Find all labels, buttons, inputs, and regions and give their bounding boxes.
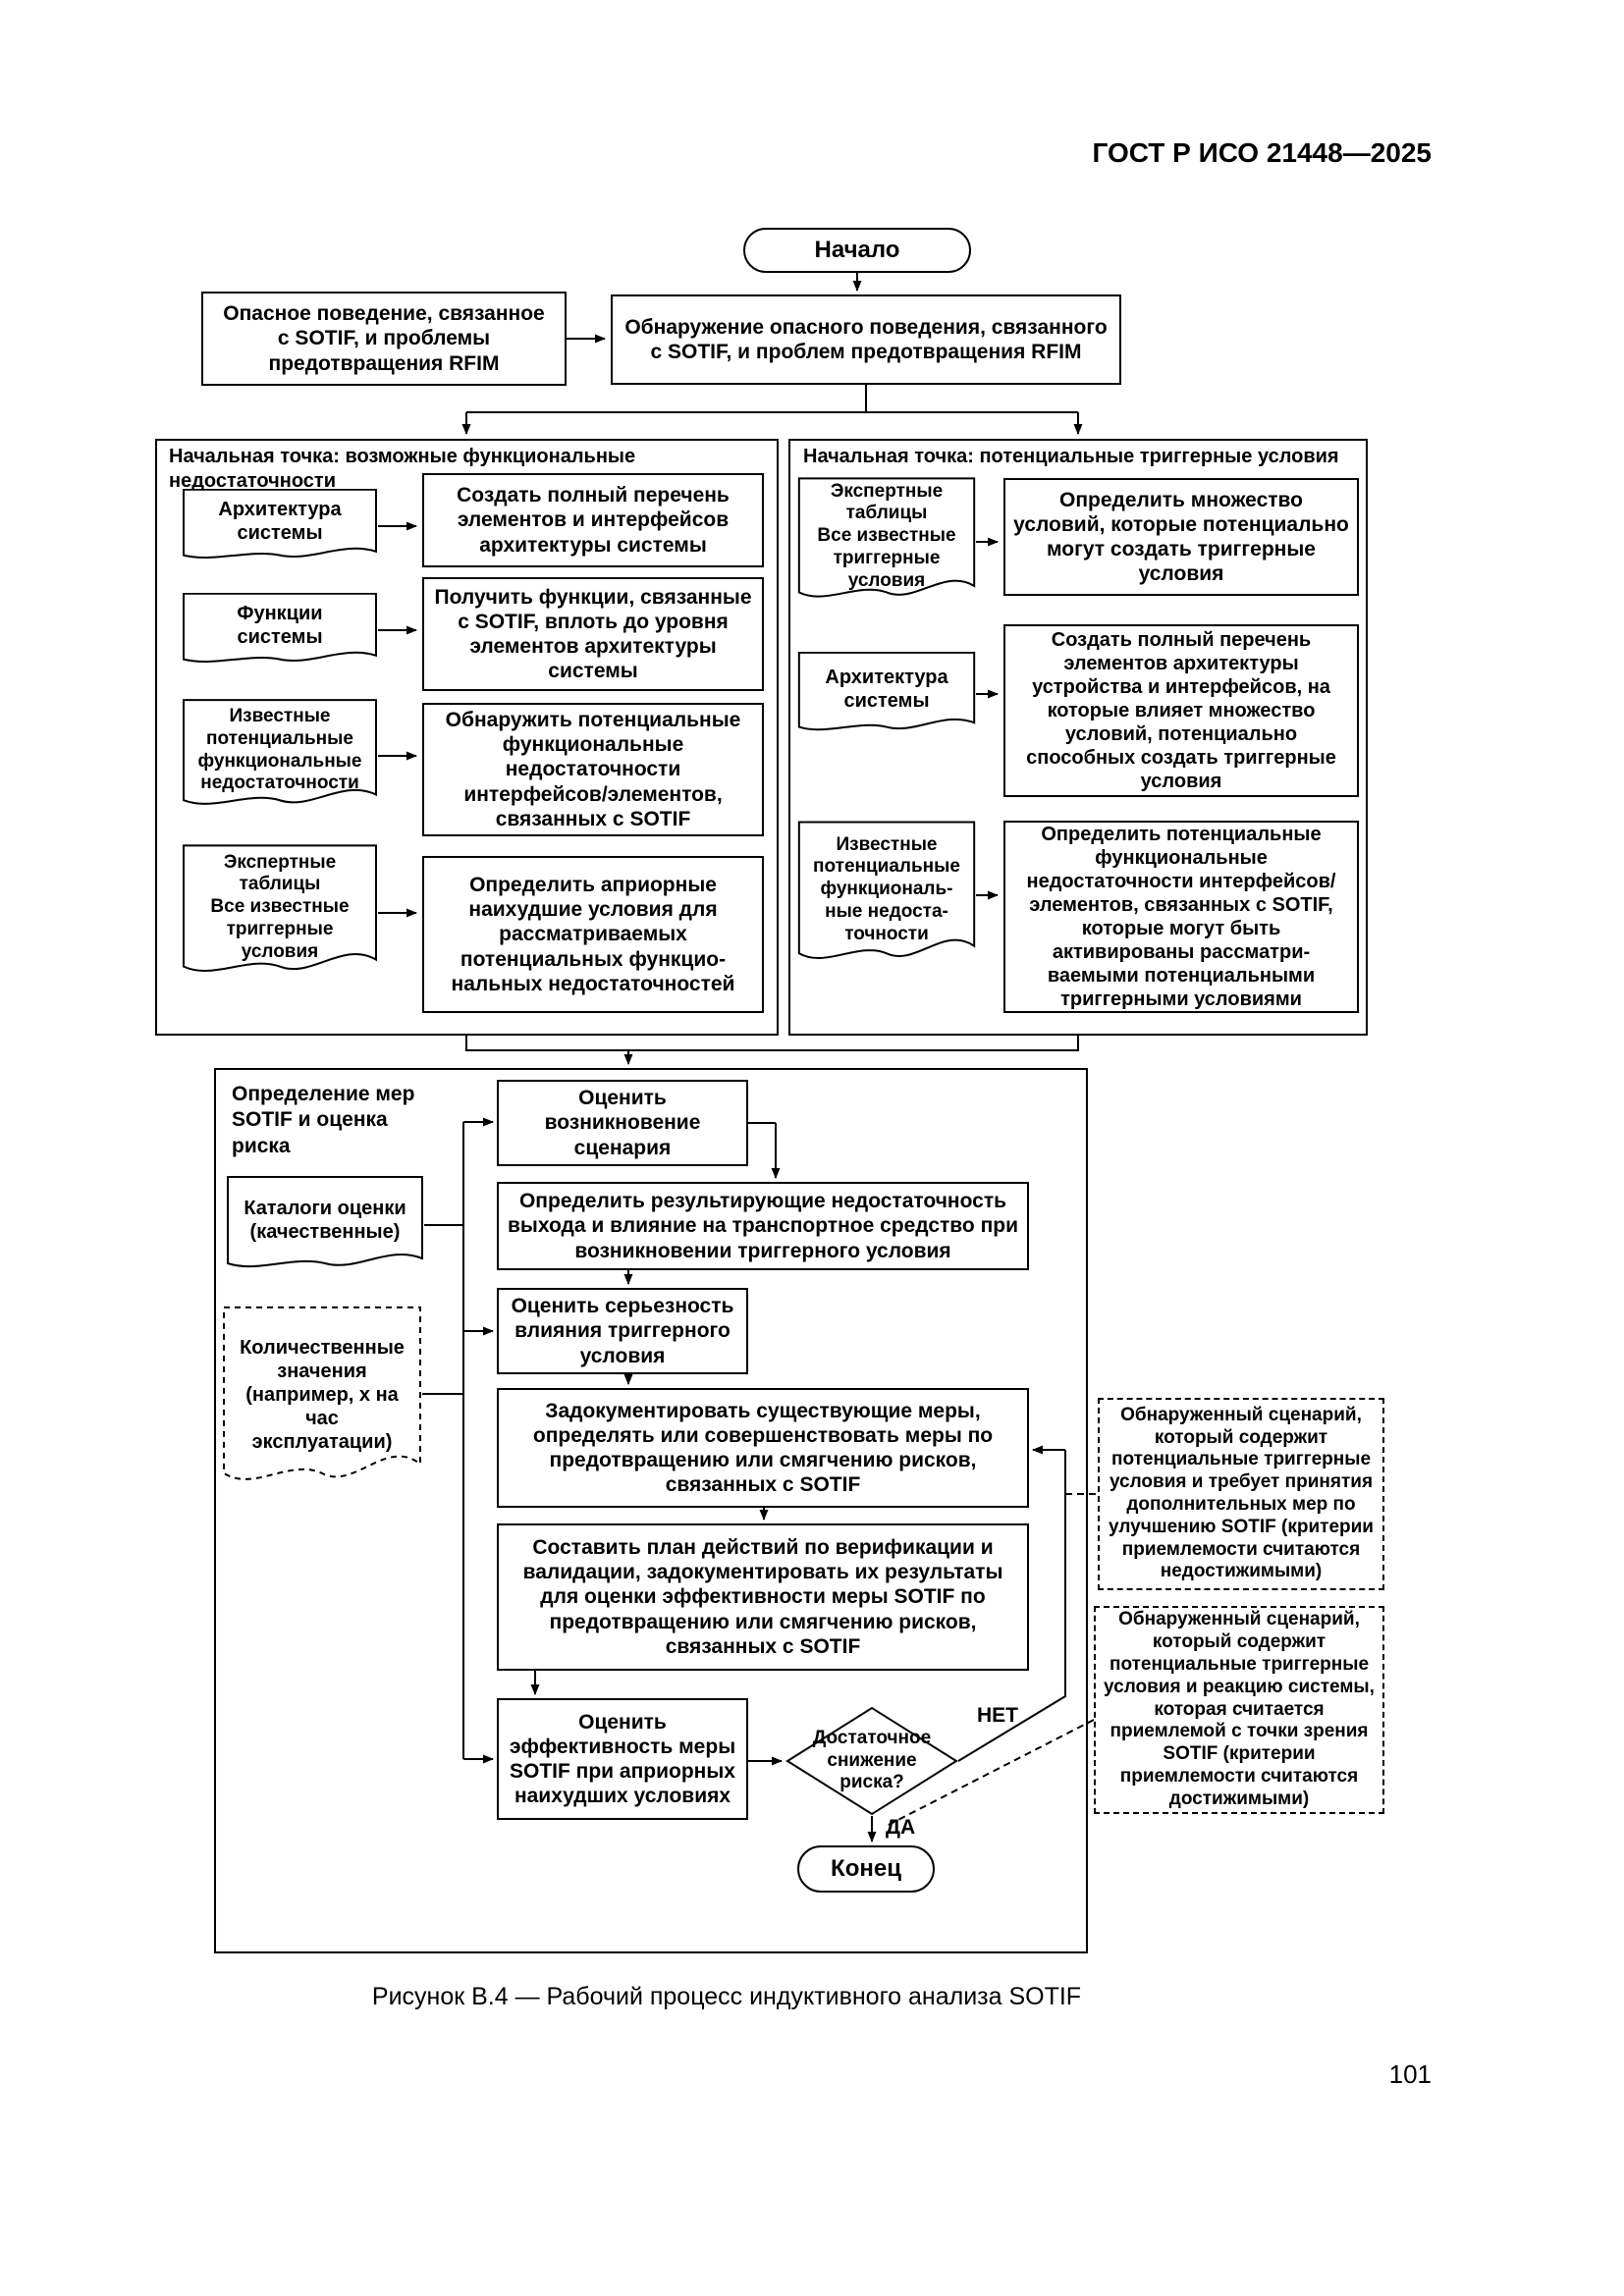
step-define-activated-insufficiencies: Определить потенциальные функциональные … (1003, 821, 1359, 1013)
document-shape-icon (182, 844, 378, 982)
doc-expert-tables-trigger-conditions-right: Экспертные таблицы Все известные триггер… (797, 477, 976, 607)
step-create-element-interface-list: Создать полный перечень элементов и инте… (422, 473, 764, 567)
document-shape-icon (182, 699, 378, 813)
document-shape-icon (222, 1306, 422, 1494)
step-define-resulting-output-insufficiency: Определить результирующие недостаточност… (497, 1182, 1029, 1270)
document-shape-icon (797, 821, 976, 970)
page-number: 101 (1388, 2059, 1432, 2089)
figure-caption: Рисунок В.4 — Рабочий процесс индуктивно… (371, 1983, 1082, 2010)
step-verification-validation-plan: Составить план действий по верификации и… (497, 1523, 1029, 1671)
step-document-improve-measures: Задокументировать существующие меры, опр… (497, 1388, 1029, 1508)
label-no: НЕТ (977, 1704, 1018, 1727)
doc-expert-tables-trigger-conditions: Экспертные таблицы Все известные триггер… (182, 844, 378, 982)
doc-system-architecture-right: Архитектура системы (797, 652, 976, 736)
doc-known-functional-insufficiencies-right: Известные потенциальные функциональ- ные… (797, 821, 976, 970)
document-shape-icon (797, 652, 976, 736)
document-shape-icon (182, 489, 378, 563)
page-header: ГОСТ Р ИСО 21448—2025 (1092, 137, 1432, 168)
annotation-scenario-acceptable: Обнаруженный сценарий, который содержит … (1094, 1606, 1384, 1814)
step-create-affected-element-list: Создать полный перечень элементов архите… (1003, 624, 1359, 797)
start-terminator: Начало (743, 228, 971, 273)
document-shape-icon (226, 1176, 424, 1274)
doc-system-functions: Функции системы (182, 593, 378, 667)
doc-known-functional-insufficiencies: Известные потенциальные функциональные н… (182, 699, 378, 813)
section-title-functional-insufficiencies: Начальная точка: возможные функциональны… (169, 446, 636, 492)
step-derive-sotif-functions: Получить функции, связанные с SOTIF, впл… (422, 577, 764, 691)
hazard-behavior-input: Опасное поведение, связанное с SOTIF, и … (201, 292, 567, 386)
label-yes: ДА (886, 1816, 916, 1839)
document-shape-icon (182, 593, 378, 667)
annotation-scenario-unacceptable: Обнаруженный сценарий, который содержит … (1098, 1398, 1384, 1590)
decision-risk-reduction: Достаточное снижение риска? (785, 1706, 958, 1816)
step-evaluate-scenario-occurrence: Оценить возникновение сценария (497, 1080, 748, 1166)
step-detect-potential-insufficiencies: Обнаружить потенциальные функциональные … (422, 703, 764, 836)
section-title-sotif-measures-risk: Определение мер SOTIF и оценка риска (232, 1083, 415, 1157)
step-evaluate-measure-effectiveness: Оценить эффективность меры SOTIF при апр… (497, 1698, 748, 1820)
step-define-worst-case-conditions: Определить априорные наихудшие условия д… (422, 856, 764, 1013)
section-sotif-measures-risk (214, 1068, 1088, 1953)
doc-assessment-catalogues: Каталоги оценки (качественные) (226, 1176, 424, 1274)
section-title-triggering-conditions: Начальная точка: потенциальные триггерны… (803, 446, 1339, 467)
step-define-condition-set: Определить множество условий, которые по… (1003, 478, 1359, 596)
section-functional-insufficiencies (155, 439, 779, 1036)
section-triggering-conditions (788, 439, 1368, 1036)
end-terminator: Конец (797, 1845, 935, 1893)
diamond-shape-icon (785, 1706, 958, 1816)
doc-quantitative-values: Количественные значения (например, x на … (222, 1306, 422, 1494)
doc-system-architecture: Архитектура системы (182, 489, 378, 563)
step-detect-hazardous-behaviour: Обнаружение опасного поведения, связанно… (611, 294, 1121, 385)
document-shape-icon (797, 477, 976, 607)
step-evaluate-severity: Оценить серьезность влияния триггерного … (497, 1288, 748, 1374)
